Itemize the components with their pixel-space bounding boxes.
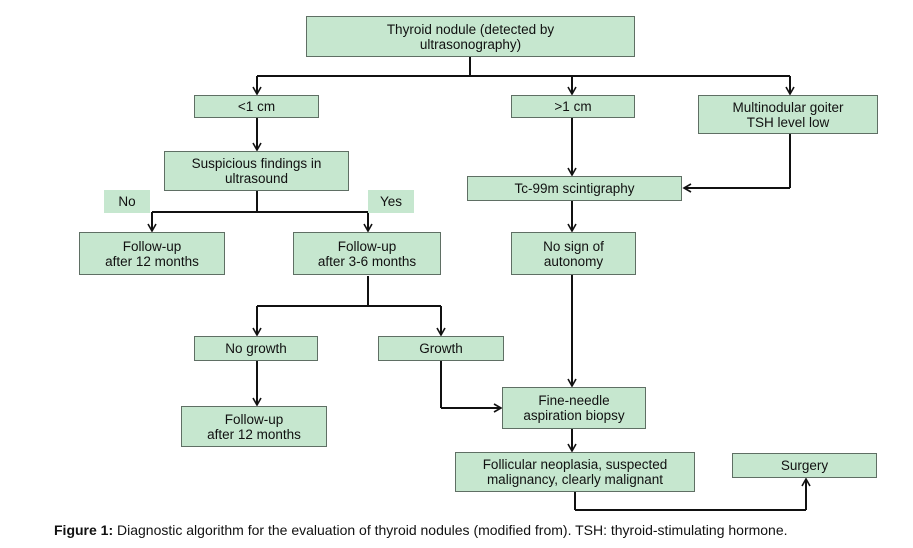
node-no-growth: No growth bbox=[194, 336, 318, 361]
node-follow-up-12-months-2: Follow-up after 12 months bbox=[181, 406, 327, 447]
node-follicular-neoplasia: Follicular neoplasia, suspected malignan… bbox=[455, 452, 695, 492]
node-lt-1cm: <1 cm bbox=[194, 95, 319, 118]
node-growth: Growth bbox=[378, 336, 504, 361]
node-gt-1cm: >1 cm bbox=[511, 95, 635, 118]
node-follow-up-3-6-months: Follow-up after 3-6 months bbox=[293, 232, 441, 275]
node-thyroid-nodule: Thyroid nodule (detected by ultrasonogra… bbox=[306, 16, 635, 57]
node-tc99m-scintigraphy: Tc-99m scintigraphy bbox=[467, 176, 682, 201]
label-yes: Yes bbox=[368, 190, 414, 213]
node-multinodular-goiter: Multinodular goiter TSH level low bbox=[698, 95, 878, 134]
node-surgery: Surgery bbox=[732, 453, 877, 478]
caption-label: Figure 1: bbox=[54, 522, 114, 538]
node-no-sign-of-autonomy: No sign of autonomy bbox=[511, 232, 636, 275]
caption-text: Diagnostic algorithm for the evaluation … bbox=[113, 522, 788, 538]
node-fine-needle-aspiration: Fine-needle aspiration biopsy bbox=[502, 387, 646, 429]
node-suspicious-findings: Suspicious findings in ultrasound bbox=[164, 151, 349, 191]
node-follow-up-12-months: Follow-up after 12 months bbox=[79, 232, 225, 275]
label-no: No bbox=[104, 190, 150, 213]
figure-caption: Figure 1: Diagnostic algorithm for the e… bbox=[54, 522, 913, 538]
